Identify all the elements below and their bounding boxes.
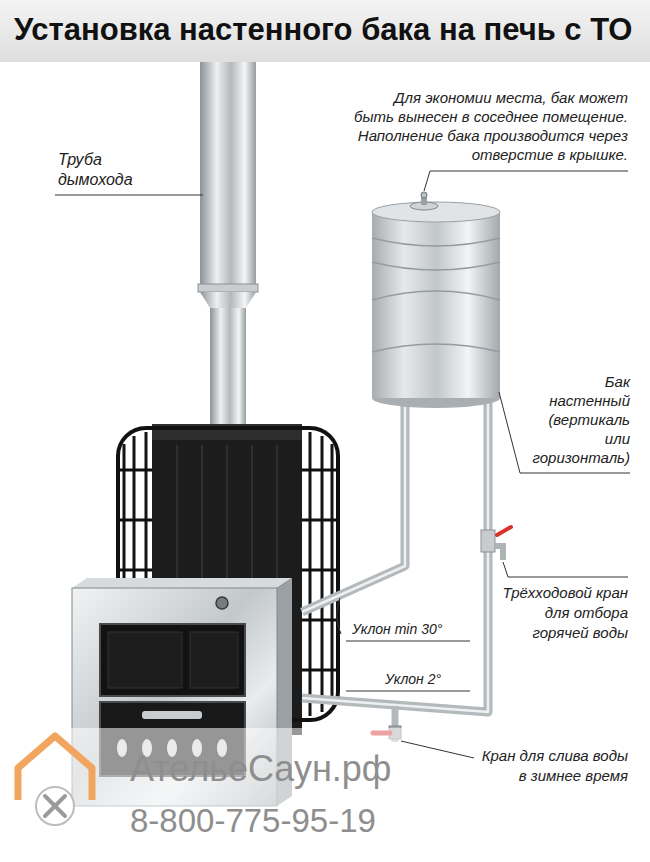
label-slot: Для экономии места, бак может быть вынес… <box>353 88 628 164</box>
watermark-phone: 8-800-775-95-19 <box>130 802 376 840</box>
tank-bands <box>372 238 500 352</box>
note-text: Для экономии места, бак может быть вынес… <box>353 88 628 164</box>
label-slot: АтельеСаун.рф <box>130 748 391 790</box>
label-slot: Бак настенный (вертикаль или горизонталь… <box>530 372 630 467</box>
lower-pipe <box>302 398 488 712</box>
title-slot: Установка настенного бака на печь с ТО <box>14 12 632 48</box>
callout-label: Кран для слива воды в зимнее время <box>480 746 628 786</box>
slope-label: Уклон 2° <box>385 671 441 688</box>
leader-line <box>346 641 470 642</box>
title-text: Установка настенного бака на печь с ТО <box>14 12 632 48</box>
angle-arc <box>337 598 341 634</box>
tank-top <box>372 202 500 222</box>
ash-handle <box>142 711 202 719</box>
lid-knob-top <box>421 192 427 198</box>
glass-left <box>108 632 182 688</box>
pipe-collar <box>198 284 258 292</box>
watermark-band <box>0 728 650 852</box>
title-band <box>0 0 650 62</box>
upper-pipe <box>302 398 405 612</box>
label-slot: Уклон 2° <box>385 670 441 688</box>
leader-line <box>503 562 628 577</box>
door-knob <box>216 597 228 609</box>
label-slot: 8-800-775-95-19 <box>130 802 376 840</box>
door-plate-top <box>72 578 292 588</box>
chimney-pipe <box>200 62 256 290</box>
label-slot: Труба дымохода <box>58 150 138 190</box>
watermark: АтельеСаун.рф <box>130 748 391 790</box>
callout-label: Бак настенный (вертикаль или горизонталь… <box>530 372 630 467</box>
wall-tank <box>372 212 500 398</box>
callout-label: Труба дымохода <box>58 150 138 190</box>
leader-line <box>424 171 628 191</box>
chimney-pipe-narrow <box>210 308 246 430</box>
valve-handle <box>497 527 511 535</box>
slope-label: Уклон min 30° <box>352 621 442 638</box>
logo-circle <box>36 787 74 825</box>
tee-valve <box>481 530 495 552</box>
lower-pipe-highlight <box>302 398 488 712</box>
callout-label: Трёхходовой кран для отбора горячей воды <box>496 583 628 643</box>
logo-cross <box>45 796 65 816</box>
label-slot: Трёхходовой кран для отбора горячей воды <box>496 583 628 643</box>
glass-right <box>190 632 238 688</box>
leader-line <box>55 195 203 196</box>
label-slot: Уклон min 30° <box>352 620 442 638</box>
leader-line <box>346 691 470 692</box>
upper-pipe-highlight <box>302 398 405 612</box>
label-slot: Кран для слива воды в зимнее время <box>480 746 628 786</box>
valve-spout <box>495 546 503 560</box>
pipe-reducer <box>200 292 256 308</box>
leader-line <box>401 741 474 758</box>
fire-door <box>100 624 245 696</box>
